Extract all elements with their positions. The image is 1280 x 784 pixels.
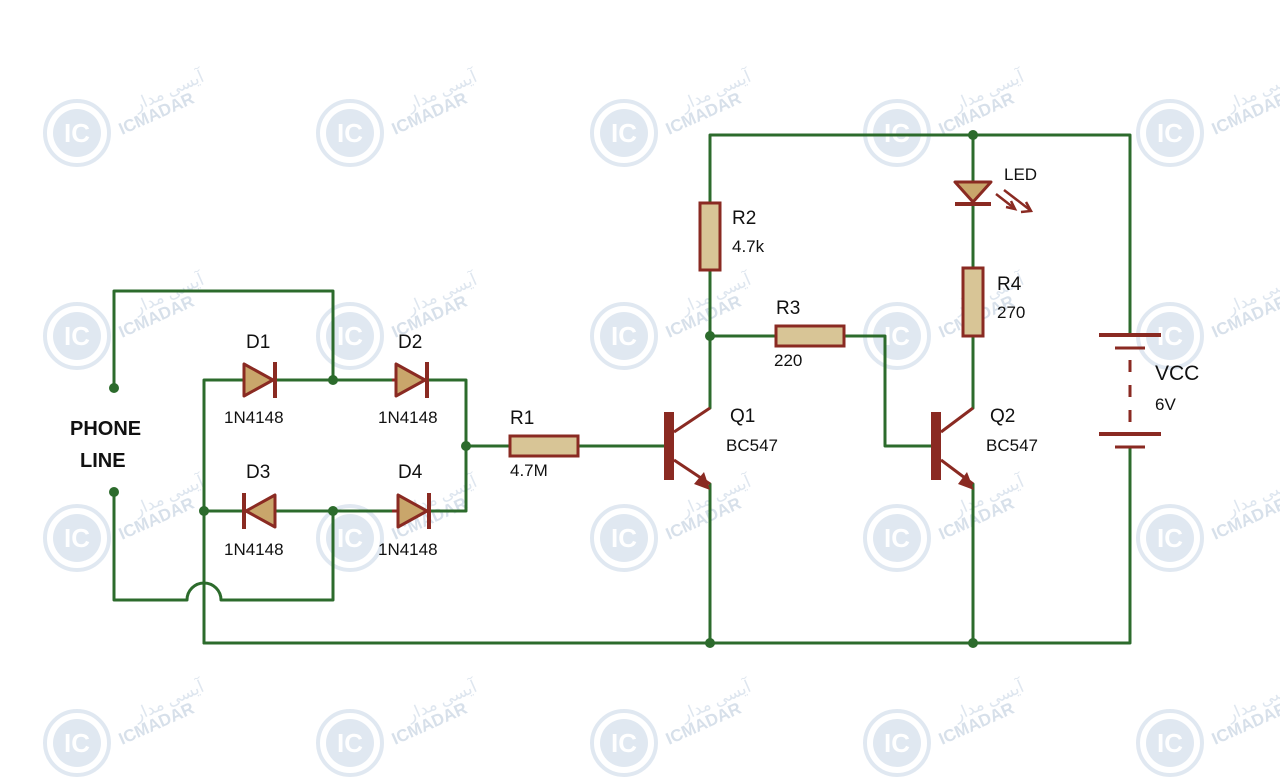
junction-dot bbox=[328, 375, 338, 385]
resistor-r3 bbox=[774, 324, 846, 348]
d3-part: 1N4148 bbox=[224, 540, 284, 559]
svg-text:IC: IC bbox=[337, 321, 363, 351]
svg-text:IC: IC bbox=[337, 523, 363, 553]
svg-text:IC: IC bbox=[337, 118, 363, 148]
d4-label: D4 bbox=[398, 462, 423, 483]
svg-text:IC: IC bbox=[1157, 728, 1183, 758]
vcc-label: VCC bbox=[1155, 362, 1199, 385]
svg-text:IC: IC bbox=[64, 321, 90, 351]
svg-text:IC: IC bbox=[611, 728, 637, 758]
resistor-r2 bbox=[698, 201, 722, 272]
svg-text:IC: IC bbox=[884, 728, 910, 758]
junction-dot bbox=[461, 441, 471, 451]
svg-text:IC: IC bbox=[884, 523, 910, 553]
vcc-value: 6V bbox=[1155, 395, 1176, 414]
led bbox=[953, 180, 1034, 214]
r1-value: 4.7M bbox=[510, 461, 548, 480]
svg-text:IC: IC bbox=[884, 321, 910, 351]
svg-text:IC: IC bbox=[1157, 118, 1183, 148]
junction-dot bbox=[199, 506, 209, 516]
svg-text:IC: IC bbox=[337, 728, 363, 758]
svg-text:IC: IC bbox=[1157, 321, 1183, 351]
wire-r3-to-q2 bbox=[842, 334, 933, 448]
junction-dot bbox=[328, 506, 338, 516]
phone-terminal-bottom bbox=[109, 487, 119, 497]
diode-d1 bbox=[242, 362, 277, 398]
phone-line-label-1: PHONE bbox=[70, 418, 141, 440]
q1-label: Q1 bbox=[730, 406, 755, 427]
r4-label: R4 bbox=[997, 274, 1022, 295]
diode-d4 bbox=[392, 493, 431, 529]
led-label: LED bbox=[1004, 165, 1037, 184]
svg-text:IC: IC bbox=[64, 728, 90, 758]
svg-text:IC: IC bbox=[1157, 523, 1183, 553]
junction-dot bbox=[705, 638, 715, 648]
d4-part: 1N4148 bbox=[378, 540, 438, 559]
q2-label: Q2 bbox=[990, 406, 1015, 427]
r2-value: 4.7k bbox=[732, 237, 765, 256]
r3-label: R3 bbox=[776, 298, 800, 319]
d2-part: 1N4148 bbox=[378, 408, 438, 427]
wire-top-rail bbox=[708, 133, 1132, 336]
d1-part: 1N4148 bbox=[224, 408, 284, 427]
diode-d3 bbox=[242, 493, 277, 529]
q2-part: BC547 bbox=[986, 436, 1038, 455]
svg-text:IC: IC bbox=[611, 321, 637, 351]
resistor-r1 bbox=[508, 434, 580, 458]
svg-text:IC: IC bbox=[884, 118, 910, 148]
r4-value: 270 bbox=[997, 303, 1025, 322]
svg-text:IC: IC bbox=[611, 523, 637, 553]
d2-label: D2 bbox=[398, 332, 422, 353]
led-light-arrows bbox=[995, 189, 1034, 214]
wire-bridge-left bbox=[202, 378, 246, 645]
wire-bottom-rail bbox=[202, 445, 1132, 645]
r3-value: 220 bbox=[774, 351, 802, 370]
d3-label: D3 bbox=[246, 462, 270, 483]
junction-dot bbox=[968, 638, 978, 648]
phone-terminal-top bbox=[109, 383, 119, 393]
r2-label: R2 bbox=[732, 208, 756, 229]
svg-text:IC: IC bbox=[611, 118, 637, 148]
d1-label: D1 bbox=[246, 332, 270, 353]
junction-dot bbox=[705, 331, 715, 341]
wire-phone-top bbox=[112, 289, 335, 390]
wires bbox=[112, 133, 1132, 645]
resistor-r4 bbox=[961, 266, 985, 338]
battery-vcc bbox=[1099, 333, 1161, 449]
junctions bbox=[109, 130, 978, 648]
q1-part: BC547 bbox=[726, 436, 778, 455]
r1-label: R1 bbox=[510, 408, 534, 429]
transistor-q1 bbox=[664, 406, 711, 490]
svg-text:IC: IC bbox=[64, 523, 90, 553]
diode-d2 bbox=[392, 362, 429, 398]
svg-text:IC: IC bbox=[64, 118, 90, 148]
transistor-q2 bbox=[931, 406, 974, 490]
phone-line-label-2: LINE bbox=[80, 450, 126, 472]
junction-dot bbox=[968, 130, 978, 140]
